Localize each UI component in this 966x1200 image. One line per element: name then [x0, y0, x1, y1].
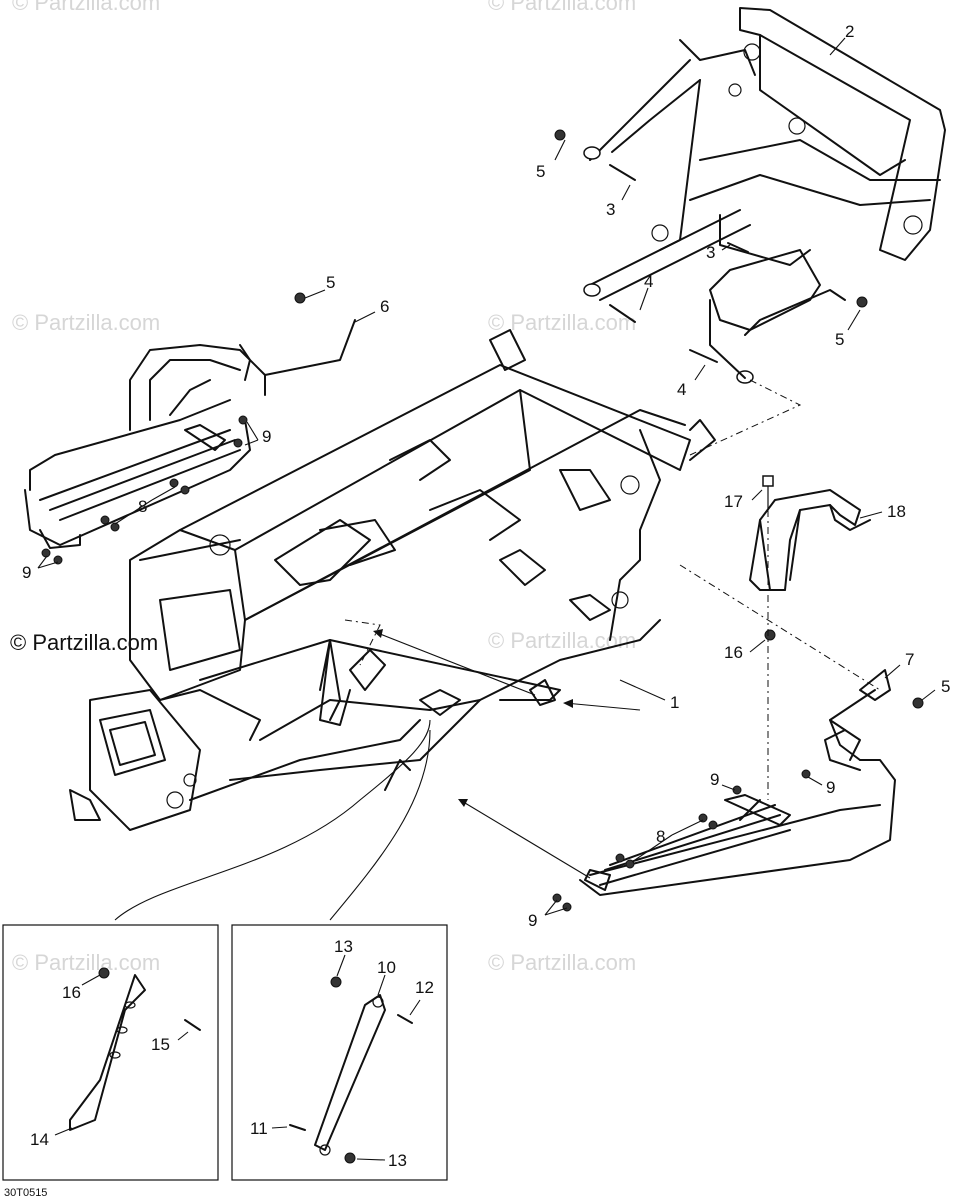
- callout-9: 9: [262, 427, 271, 446]
- callout-3: 3: [706, 243, 715, 262]
- inset-connectors: [114, 719, 431, 921]
- callout-6: 6: [380, 297, 389, 316]
- watermark: © Partzilla.com: [12, 310, 160, 335]
- callouts: 2 5 3 3 4 5 4 5 6 9 8 9 1 17 18 16 7 5 9…: [22, 22, 950, 1170]
- callout-5: 5: [941, 677, 950, 696]
- seat-bracket: [749, 475, 871, 641]
- callout-9: 9: [22, 563, 31, 582]
- callout-1: 1: [670, 693, 679, 712]
- callout-8: 8: [138, 497, 147, 516]
- watermark: © Partzilla.com: [488, 628, 636, 653]
- alignment-lines: [344, 379, 881, 800]
- callout-12: 12: [415, 978, 434, 997]
- left-footrest: [24, 319, 356, 549]
- callout-2: 2: [845, 22, 854, 41]
- callout-11: 11: [250, 1119, 268, 1138]
- callout-13: 13: [388, 1151, 407, 1170]
- watermark: © Partzilla.com: [12, 950, 160, 975]
- callout-16: 16: [62, 983, 81, 1002]
- callout-3: 3: [606, 200, 615, 219]
- rear-subframe: [583, 7, 946, 384]
- watermark: © Partzilla.com: [488, 310, 636, 335]
- callout-5: 5: [536, 162, 545, 181]
- callout-10: 10: [377, 958, 396, 977]
- callout-7: 7: [905, 650, 914, 669]
- callout-16: 16: [724, 643, 743, 662]
- leader-lines: [37, 37, 936, 1161]
- inset-box-left: [2, 924, 219, 1181]
- watermark: © Partzilla.com: [12, 0, 160, 15]
- callout-17: 17: [724, 492, 743, 511]
- callout-9: 9: [528, 911, 537, 930]
- callout-8: 8: [656, 827, 665, 846]
- watermark: © Partzilla.com: [488, 0, 636, 15]
- arrows: [373, 629, 641, 879]
- watermark: © Partzilla.com: [488, 950, 636, 975]
- watermarks: © Partzilla.com © Partzilla.com © Partzi…: [12, 0, 636, 975]
- callout-9: 9: [826, 778, 835, 797]
- main-frame: [69, 329, 716, 831]
- callout-14: 14: [30, 1130, 49, 1149]
- callout-4: 4: [677, 380, 686, 399]
- drawing-code: 30T0515: [4, 1187, 47, 1199]
- callout-4: 4: [644, 272, 653, 291]
- callout-5: 5: [835, 330, 844, 349]
- hardware: [41, 129, 924, 912]
- callout-5: 5: [326, 273, 335, 292]
- callout-18: 18: [887, 502, 906, 521]
- brand-watermark: © Partzilla.com: [10, 630, 158, 655]
- callout-15: 15: [151, 1035, 170, 1054]
- callout-13: 13: [334, 937, 353, 956]
- inset-box-right: [231, 924, 448, 1181]
- callout-9: 9: [710, 770, 719, 789]
